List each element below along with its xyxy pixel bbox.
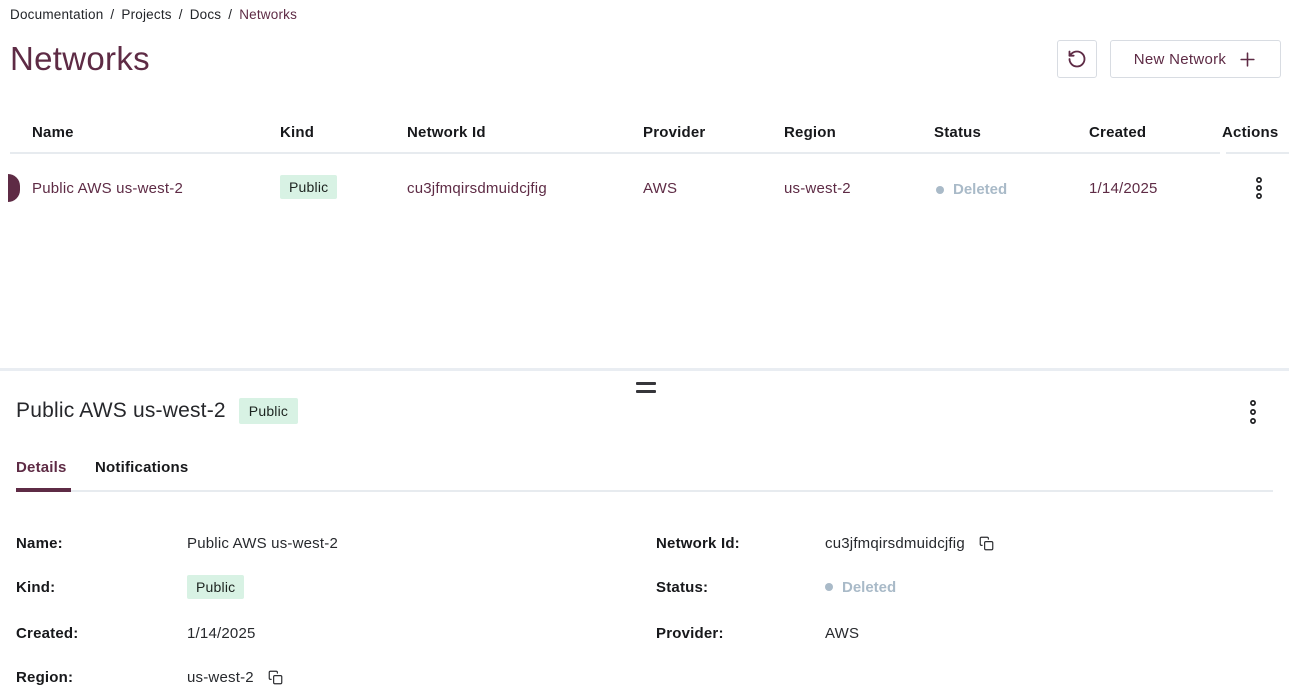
- cell-kind-badge: Public: [280, 175, 338, 199]
- table-row[interactable]: Public AWS us-west-2 Public cu3jfmqirsdm…: [0, 160, 1289, 216]
- column-header-network-id: Network Id: [407, 124, 486, 141]
- table-header-divider-actions: [1226, 152, 1289, 154]
- cell-status: Deleted: [936, 181, 1007, 198]
- detail-row-status: Status: Deleted: [656, 572, 896, 602]
- detail-row-region: Region: us-west-2: [16, 662, 285, 692]
- copy-region-button[interactable]: [267, 668, 285, 686]
- copy-network-id-button[interactable]: [978, 534, 996, 552]
- kebab-menu-icon: [1249, 399, 1257, 425]
- new-network-button[interactable]: New Network: [1110, 40, 1281, 78]
- breadcrumb-item-docs[interactable]: Docs: [189, 7, 222, 22]
- status-label: Deleted: [953, 181, 1008, 198]
- detail-label-kind: Kind:: [16, 578, 56, 596]
- drawer-actions-menu-button[interactable]: [1240, 396, 1266, 428]
- detail-row-created: Created: 1/14/2025: [16, 618, 256, 648]
- active-tab-indicator: [16, 488, 71, 492]
- detail-kind-badge: Public: [187, 575, 245, 599]
- breadcrumb-separator: /: [178, 7, 183, 22]
- detail-label-region: Region:: [16, 668, 74, 686]
- page-title: Networks: [10, 40, 150, 77]
- tab-notifications[interactable]: Notifications: [95, 459, 189, 476]
- row-actions-menu-button[interactable]: [1246, 171, 1272, 205]
- cell-region: us-west-2: [784, 180, 851, 197]
- column-header-kind: Kind: [280, 124, 315, 141]
- table-header: Name Kind Network Id Provider Region Sta…: [0, 118, 1289, 154]
- drag-handle-bar: [636, 389, 656, 393]
- plus-icon: [1238, 50, 1257, 69]
- drawer-drag-handle[interactable]: [624, 375, 668, 399]
- cell-provider: AWS: [643, 180, 678, 197]
- breadcrumb-separator: /: [110, 7, 115, 22]
- column-header-provider: Provider: [643, 124, 706, 141]
- detail-label-status: Status:: [656, 578, 709, 596]
- breadcrumb-item-networks: Networks: [239, 7, 298, 22]
- status-dot-icon: [936, 185, 944, 194]
- column-header-actions: Actions: [1222, 124, 1279, 141]
- breadcrumb-separator: /: [228, 7, 233, 22]
- drawer-header: Public AWS us-west-2 Public: [16, 395, 299, 427]
- detail-value-region: us-west-2: [187, 668, 254, 686]
- detail-label-provider: Provider:: [656, 624, 724, 642]
- detail-value-status: Deleted: [825, 579, 896, 596]
- detail-row-provider: Provider: AWS: [656, 618, 859, 648]
- detail-value-name: Public AWS us-west-2: [187, 534, 338, 552]
- detail-value-network-id: cu3jfmqirsdmuidcjfig: [825, 534, 965, 552]
- table-header-divider: [10, 152, 1220, 154]
- kebab-menu-icon: [1255, 176, 1263, 200]
- refresh-button[interactable]: [1057, 40, 1097, 78]
- status-label: Deleted: [842, 578, 897, 596]
- column-header-status: Status: [934, 124, 982, 141]
- copy-icon: [268, 670, 283, 685]
- copy-icon: [979, 536, 994, 551]
- detail-row-name: Name: Public AWS us-west-2: [16, 528, 338, 558]
- cell-name[interactable]: Public AWS us-west-2: [32, 180, 183, 197]
- rotate-ccw-icon: [1067, 49, 1087, 69]
- detail-label-network-id: Network Id:: [656, 534, 740, 552]
- detail-value-created: 1/14/2025: [187, 624, 256, 642]
- column-header-created: Created: [1089, 124, 1147, 141]
- detail-label-name: Name:: [16, 534, 63, 552]
- new-network-button-label: New Network: [1133, 50, 1227, 68]
- drawer-title: Public AWS us-west-2: [16, 399, 226, 422]
- status-dot-icon: [825, 583, 833, 591]
- drawer-kind-badge: Public: [238, 398, 299, 424]
- cell-network-id: cu3jfmqirsdmuidcjfig: [407, 180, 547, 197]
- tab-details[interactable]: Details: [16, 459, 67, 476]
- cell-created: 1/14/2025: [1089, 180, 1158, 197]
- detail-label-created: Created:: [16, 624, 79, 642]
- drag-handle-bar: [636, 381, 656, 385]
- tab-divider: [16, 490, 1273, 492]
- breadcrumb: Documentation / Projects / Docs / Networ…: [10, 7, 297, 22]
- column-header-name: Name: [32, 124, 74, 141]
- column-header-region: Region: [784, 124, 837, 141]
- detail-value-provider: AWS: [825, 624, 860, 642]
- breadcrumb-item-documentation[interactable]: Documentation: [10, 7, 104, 22]
- detail-row-network-id: Network Id: cu3jfmqirsdmuidcjfig: [656, 528, 996, 558]
- selected-row-indicator: [8, 174, 20, 202]
- breadcrumb-item-projects[interactable]: Projects: [121, 7, 172, 22]
- drawer-top-border: [0, 368, 1289, 371]
- detail-row-kind: Kind: Public: [16, 572, 245, 602]
